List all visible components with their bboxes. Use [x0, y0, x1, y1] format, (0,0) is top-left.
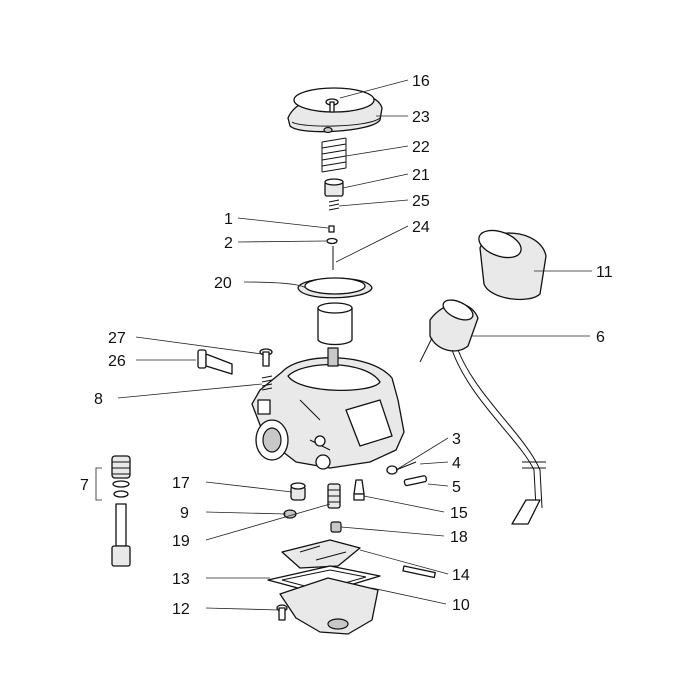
cover-screw-part — [325, 98, 339, 113]
part-18 — [330, 521, 342, 533]
label-3: 3 — [452, 431, 461, 448]
idle-screw-part — [403, 475, 428, 487]
label-5: 5 — [452, 479, 461, 496]
spring-8-part — [261, 375, 273, 391]
spring-part — [321, 137, 347, 173]
label-1: 1 — [224, 211, 233, 228]
label-15: 15 — [450, 505, 468, 522]
label-11: 11 — [596, 264, 613, 281]
needle-clip-part — [328, 225, 335, 233]
label-12: 12 — [172, 601, 190, 618]
label-27: 27 — [108, 330, 126, 347]
label-21: 21 — [412, 167, 430, 184]
label-16: 16 — [412, 73, 430, 90]
part-17 — [290, 482, 306, 501]
label-4: 4 — [452, 455, 461, 472]
label-14: 14 — [452, 567, 470, 584]
label-9: 9 — [180, 505, 189, 522]
small-spring-part — [328, 199, 340, 211]
label-7: 7 — [80, 477, 89, 494]
label-20: 20 — [214, 275, 232, 292]
carburetor-body-part — [251, 347, 405, 470]
label-26: 26 — [108, 353, 126, 370]
label-8: 8 — [94, 391, 103, 408]
idle-jet-assembly-part — [111, 455, 131, 567]
mixture-screw-part — [386, 461, 417, 475]
label-2: 2 — [224, 235, 233, 252]
needle-washer-part — [326, 237, 338, 245]
float-bowl-part — [279, 577, 379, 635]
float-pin-part — [402, 565, 436, 579]
part-15 — [353, 479, 365, 501]
spring-cap-part — [324, 178, 344, 197]
label-18: 18 — [450, 529, 468, 546]
bowl-screw-part — [276, 604, 288, 621]
label-6: 6 — [596, 329, 605, 346]
leader-lines — [117, 79, 592, 611]
label-19: 19 — [172, 533, 190, 550]
screw-26-part — [197, 349, 233, 375]
label-22: 22 — [412, 139, 430, 156]
top-cover-part — [287, 87, 383, 134]
label-13: 13 — [172, 571, 190, 588]
label-17: 17 — [172, 475, 190, 492]
label-25: 25 — [412, 193, 430, 210]
diaphragm-slide-part — [297, 277, 373, 346]
label-24: 24 — [412, 219, 430, 236]
screw-27-part — [259, 348, 273, 367]
choke-cap-part — [478, 229, 547, 301]
label-23: 23 — [412, 109, 430, 126]
part-labels: 16 23 22 21 25 24 1 2 20 27 26 8 11 6 3 … — [80, 73, 613, 618]
float-part — [281, 539, 361, 569]
label-10: 10 — [452, 597, 470, 614]
part-19 — [327, 483, 341, 509]
choke-cable-part — [419, 299, 546, 525]
